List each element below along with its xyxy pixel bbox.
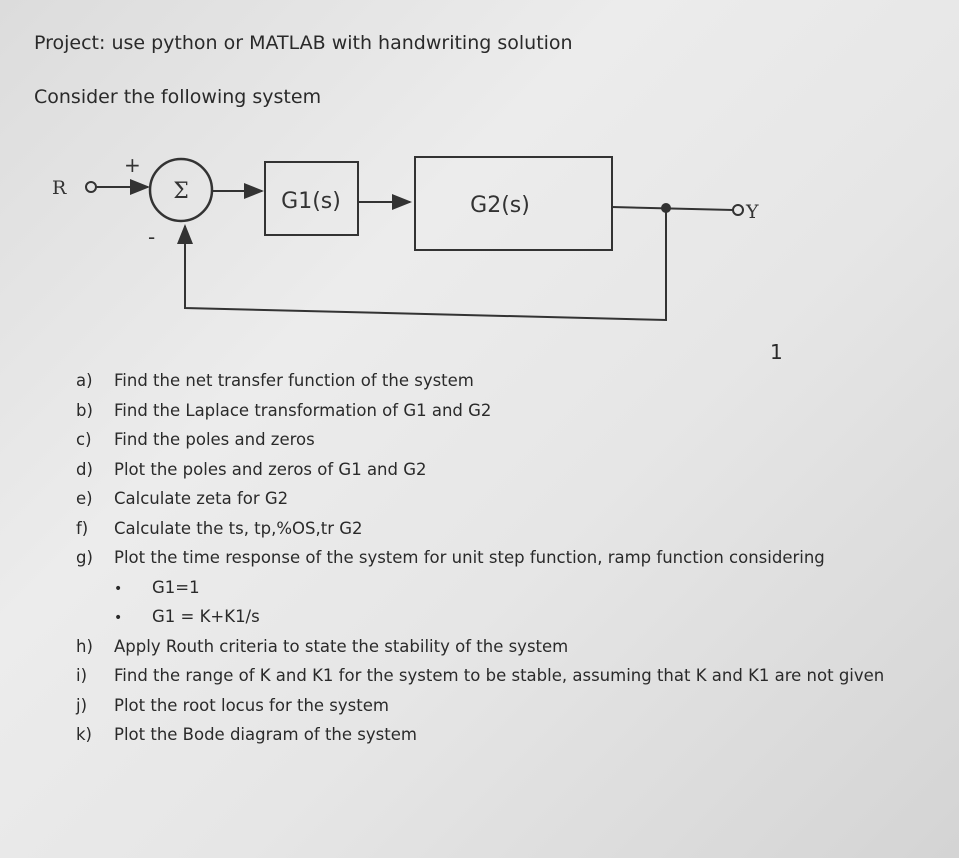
block-g2 <box>414 156 613 251</box>
item-marker: d) <box>76 459 93 479</box>
item-marker: e) <box>76 489 93 508</box>
item-marker: k) <box>76 725 92 744</box>
g2-output-line <box>611 206 734 211</box>
page-number: 1 <box>770 340 783 364</box>
item-text: Find the Laplace transformation of G1 an… <box>114 400 492 420</box>
sub-item-text: G1 = K+K1/s <box>152 607 260 626</box>
item-text: Find the net transfer function of the sy… <box>114 371 474 390</box>
plus-sign: + <box>124 153 141 177</box>
feedback-path <box>177 208 667 322</box>
item-text: Plot the Bode diagram of the system <box>114 725 417 744</box>
sum-symbol: Σ <box>173 179 189 204</box>
list-item: k) Plot the Bode diagram of the system <box>76 720 884 750</box>
bullet-icon: • <box>114 610 123 626</box>
item-marker: f) <box>76 518 89 538</box>
input-terminal <box>85 181 97 193</box>
item-text: Plot the time response of the system for… <box>114 548 825 567</box>
task-list: a) Find the net transfer function of the … <box>76 366 884 750</box>
block-g1-label: G1(s) <box>281 189 341 214</box>
list-item: j) Plot the root locus for the system <box>76 691 884 721</box>
input-label: R <box>52 177 67 199</box>
item-text: Plot the root locus for the system <box>114 695 389 715</box>
list-item: h) Apply Routh criteria to state the stab… <box>76 632 884 662</box>
sub-list-container: • G1=1 • G1 = K+K1/s <box>76 573 884 632</box>
list-item: g) Plot the time response of the system f… <box>76 543 884 573</box>
minus-sign: - <box>148 225 155 249</box>
page-title: Project: use python or MATLAB with handw… <box>34 32 573 54</box>
item-text: Apply Routh criteria to state the stabil… <box>114 636 569 656</box>
sub-list-item: • G1 = K+K1/s <box>76 602 884 632</box>
item-text: Calculate the ts, tp,%OS,tr G2 <box>114 518 363 538</box>
list-item: b) Find the Laplace transformation of G1 … <box>76 396 884 426</box>
list-item: c) Find the poles and zeros <box>76 425 884 455</box>
item-text: Find the poles and zeros <box>114 430 315 449</box>
item-text: Plot the poles and zeros of G1 and G2 <box>114 459 427 479</box>
item-marker: g) <box>76 548 93 567</box>
item-marker: c) <box>76 430 92 449</box>
list-item: a) Find the net transfer function of the … <box>76 366 884 396</box>
sub-list: • G1=1 • G1 = K+K1/s <box>76 573 884 632</box>
item-marker: j) <box>76 695 88 715</box>
list-item: d) Plot the poles and zeros of G1 and G2 <box>76 455 884 485</box>
sub-item-text: G1=1 <box>152 577 200 597</box>
bullet-icon: • <box>114 580 123 597</box>
list-item: i) Find the range of K and K1 for the sys… <box>76 661 884 691</box>
sub-list-item: • G1=1 <box>76 573 884 603</box>
output-terminal <box>732 204 744 216</box>
list-item: e) Calculate zeta for G2 <box>76 484 884 514</box>
page-subtitle: Consider the following system <box>34 86 322 108</box>
item-text: Find the range of K and K1 for the syste… <box>114 666 885 685</box>
item-text: Calculate zeta for G2 <box>114 489 289 508</box>
item-marker: h) <box>76 636 93 656</box>
item-marker: b) <box>76 400 93 420</box>
output-label: Y <box>745 201 759 223</box>
block-g2-label: G2(s) <box>470 193 530 218</box>
list-item: f) Calculate the ts, tp,%OS,tr G2 <box>76 514 884 544</box>
block-g1 <box>264 161 359 236</box>
block-diagram: R + - Σ G1(s) G2(s) Y <box>52 153 759 322</box>
item-marker: i) <box>76 666 88 685</box>
item-marker: a) <box>76 371 93 390</box>
